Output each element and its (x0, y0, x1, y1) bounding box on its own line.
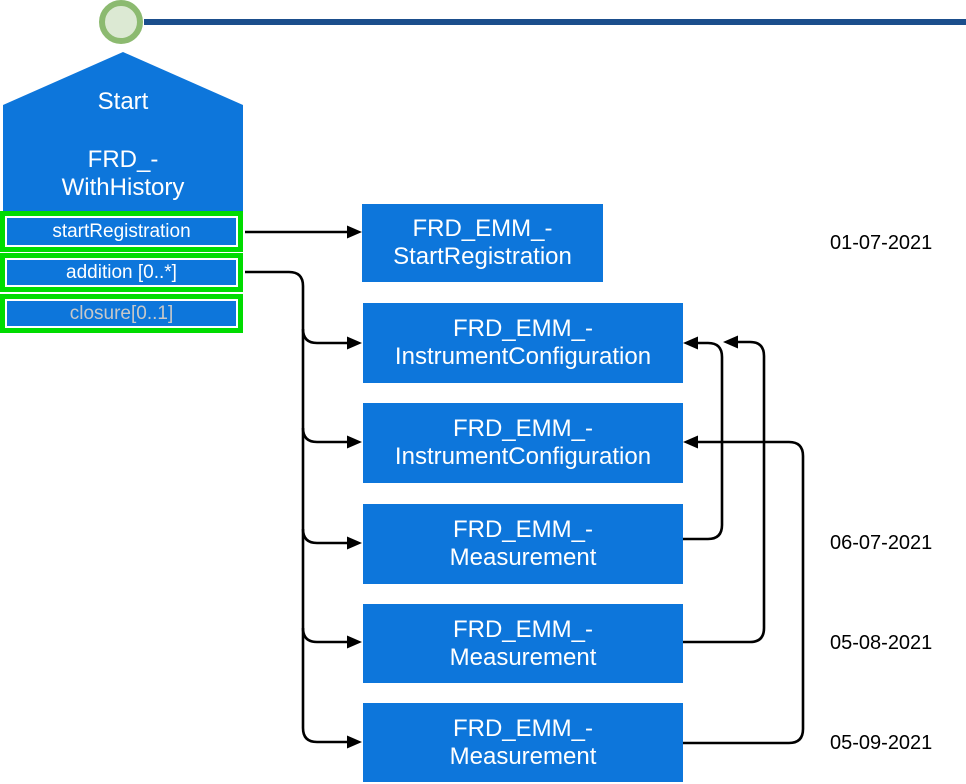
node-label-line1: FRD_EMM_- (452, 615, 593, 643)
arrow-measurement2-to-instrument-configuration-1 (683, 335, 766, 644)
date-label-1: 01-07-2021 (830, 232, 933, 254)
arrow-addition-branch-measurement-1 (301, 528, 362, 550)
start-node-name-line1: FRD_- (87, 146, 159, 173)
node-label-line1: FRD_EMM_- (452, 516, 593, 543)
transition-closure-label: closure[0..1] (7, 301, 236, 326)
node-measurement-2: FRD_EMM_- Measurement (363, 604, 683, 683)
start-node-title: Start (97, 88, 149, 115)
date-label-4: 05-09-2021 (830, 732, 933, 754)
node-measurement-3: FRD_EMM_- Measurement (363, 703, 683, 782)
node-label-line2: InstrumentConfiguration (394, 343, 652, 370)
arrow-measurement3-to-instrument-configuration-2 (683, 435, 805, 745)
start-node-name: FRD_- WithHistory (3, 146, 243, 202)
node-label-line2: InstrumentConfiguration (394, 443, 652, 470)
node-label-line2: Measurement (449, 544, 597, 571)
transition-closure: closure[0..1] (0, 294, 243, 333)
node-measurement-1: FRD_EMM_- Measurement (363, 504, 683, 584)
start-node-name-line2: WithHistory (61, 174, 185, 201)
start-pentagon-shape (3, 52, 243, 211)
node-instrument-configuration-1: FRD_EMM_- InstrumentConfiguration (363, 303, 683, 383)
date-label-2: 06-07-2021 (830, 532, 933, 554)
node-label-line2: Measurement (449, 643, 597, 671)
transition-addition: addition [0..*] (0, 253, 243, 292)
node-instrument-configuration-2: FRD_EMM_- InstrumentConfiguration (363, 403, 683, 483)
arrow-addition-branch-instrument-configuration-2 (301, 427, 362, 449)
transition-start-registration: startRegistration (0, 211, 243, 252)
node-label-line2: StartRegistration (393, 243, 572, 270)
node-label-line1: FRD_EMM_- (452, 315, 593, 342)
node-label-line2: Measurement (449, 742, 597, 770)
node-label-line1: FRD_EMM_- (452, 714, 593, 742)
node-start-registration: FRD_EMM_- StartRegistration (362, 204, 603, 282)
transition-addition-label: addition [0..*] (7, 260, 236, 285)
arrow-addition-branch-instrument-configuration-1 (301, 328, 362, 350)
node-label-line1: FRD_EMM_- (452, 415, 593, 442)
arrow-addition-branch-measurement-2 (301, 627, 362, 649)
arrow-addition-trunk (245, 270, 362, 749)
initial-state-circle (99, 0, 143, 44)
node-label-line1: FRD_EMM_- (412, 215, 553, 242)
date-label-3: 05-08-2021 (830, 632, 933, 654)
transition-start-registration-label: startRegistration (7, 218, 236, 245)
